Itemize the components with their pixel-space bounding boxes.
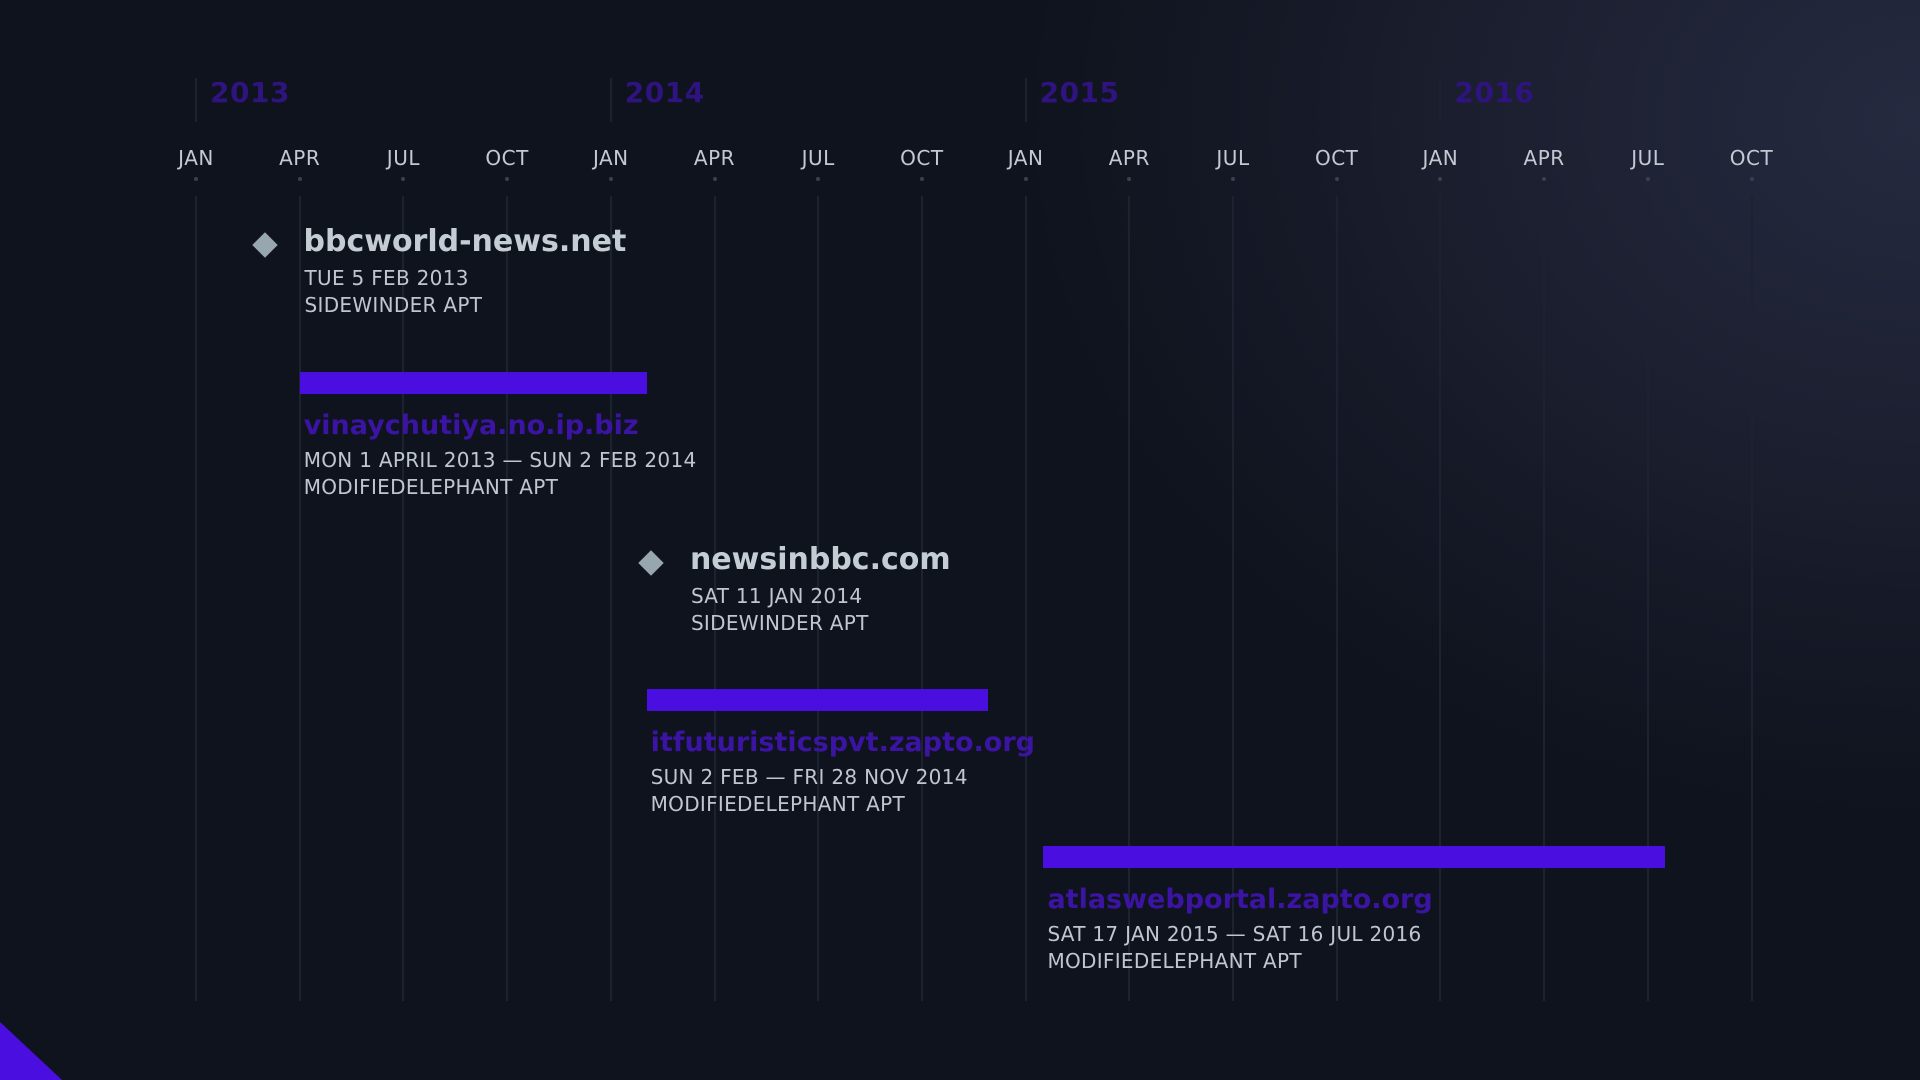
month-tick-label: JUL	[386, 146, 420, 170]
month-tick-label: JUL	[1631, 146, 1665, 170]
year-label: 2015	[1039, 76, 1120, 109]
month-tick-dot	[297, 177, 302, 181]
year-separator	[1024, 78, 1027, 122]
month-tick-dot	[1645, 177, 1650, 181]
corner-accent	[0, 1022, 62, 1080]
month-tick-dot	[1127, 177, 1132, 181]
event-group-label: MODIFIEDELEPHANT APT	[303, 475, 559, 499]
gridline	[1024, 196, 1027, 1001]
event-domain-label: bbcworld-news.net	[303, 224, 627, 259]
event-range-bar	[299, 372, 647, 394]
month-tick-label: JAN	[178, 146, 214, 170]
gridline	[1646, 196, 1649, 1001]
month-tick-dot	[1749, 177, 1754, 181]
event-group-label: MODIFIEDELEPHANT APT	[1047, 949, 1302, 973]
month-tick-label: JUL	[801, 146, 835, 170]
event-domain-label: vinaychutiya.no.ip.biz	[303, 410, 639, 441]
gridline	[195, 196, 197, 1001]
month-tick-label: APR	[279, 146, 321, 170]
year-label: 2014	[624, 76, 705, 109]
month-tick-label: OCT	[1314, 146, 1359, 170]
gridline	[506, 196, 509, 1001]
year-separator	[195, 78, 197, 122]
year-label: 2013	[210, 76, 290, 109]
month-tick-dot	[1438, 177, 1443, 181]
gridline	[402, 196, 405, 1001]
gridline	[817, 196, 820, 1001]
gridline	[1750, 196, 1753, 1001]
month-tick-label: OCT	[900, 146, 944, 170]
event-range-bar	[646, 689, 988, 711]
year-separator	[1439, 78, 1442, 122]
event-domain-label: newsinbbc.com	[689, 542, 951, 577]
event-group-label: MODIFIEDELEPHANT APT	[650, 792, 906, 816]
gridline	[609, 196, 612, 1001]
month-tick-dot	[505, 177, 510, 181]
month-tick-dot	[712, 177, 717, 181]
gridline	[713, 196, 716, 1001]
month-tick-dot	[401, 177, 406, 181]
month-tick-dot	[1542, 177, 1547, 181]
event-date-label: TUE 5 FEB 2013	[304, 266, 469, 290]
month-tick-label: APR	[1523, 146, 1565, 170]
gridline	[1439, 196, 1442, 1001]
month-tick-dot	[1023, 177, 1028, 181]
event-domain-label: itfuturisticspvt.zapto.org	[650, 727, 1035, 758]
event-range-bar	[1043, 846, 1665, 868]
month-tick-label: JAN	[1422, 146, 1459, 170]
gridline	[1232, 196, 1234, 1001]
month-tick-label: APR	[1108, 146, 1150, 170]
month-tick-label: JAN	[592, 146, 629, 170]
event-date-label: MON 1 APRIL 2013 — SUN 2 FEB 2014	[303, 448, 697, 472]
event-group-label: SIDEWINDER APT	[304, 293, 483, 317]
gridline	[298, 196, 301, 1001]
month-tick-dot	[1231, 177, 1235, 181]
event-group-label: SIDEWINDER APT	[690, 611, 869, 635]
month-tick-dot	[816, 177, 821, 181]
event-date-label: SUN 2 FEB — FRI 28 NOV 2014	[650, 765, 968, 789]
month-tick-label: JUL	[1216, 146, 1250, 170]
event-date-label: SAT 17 JAN 2015 — SAT 16 JUL 2016	[1047, 922, 1422, 946]
month-tick-dot	[194, 177, 198, 181]
gridline	[1335, 196, 1338, 1001]
gridline	[1543, 196, 1546, 1001]
month-tick-dot	[1334, 177, 1339, 181]
year-label: 2016	[1454, 76, 1535, 109]
event-point-marker	[638, 550, 664, 576]
month-tick-dot	[919, 177, 924, 181]
month-tick-label: OCT	[485, 146, 529, 170]
year-separator	[609, 78, 612, 122]
month-tick-label: OCT	[1729, 146, 1774, 170]
event-point-marker	[251, 232, 278, 258]
month-tick-dot	[608, 177, 613, 181]
event-domain-label: atlaswebportal.zapto.org	[1047, 884, 1433, 915]
gridline	[920, 196, 923, 1001]
month-tick-label: JAN	[1007, 146, 1044, 170]
event-date-label: SAT 11 JAN 2014	[690, 584, 863, 608]
gridline	[1128, 196, 1131, 1001]
month-tick-label: APR	[693, 146, 736, 170]
